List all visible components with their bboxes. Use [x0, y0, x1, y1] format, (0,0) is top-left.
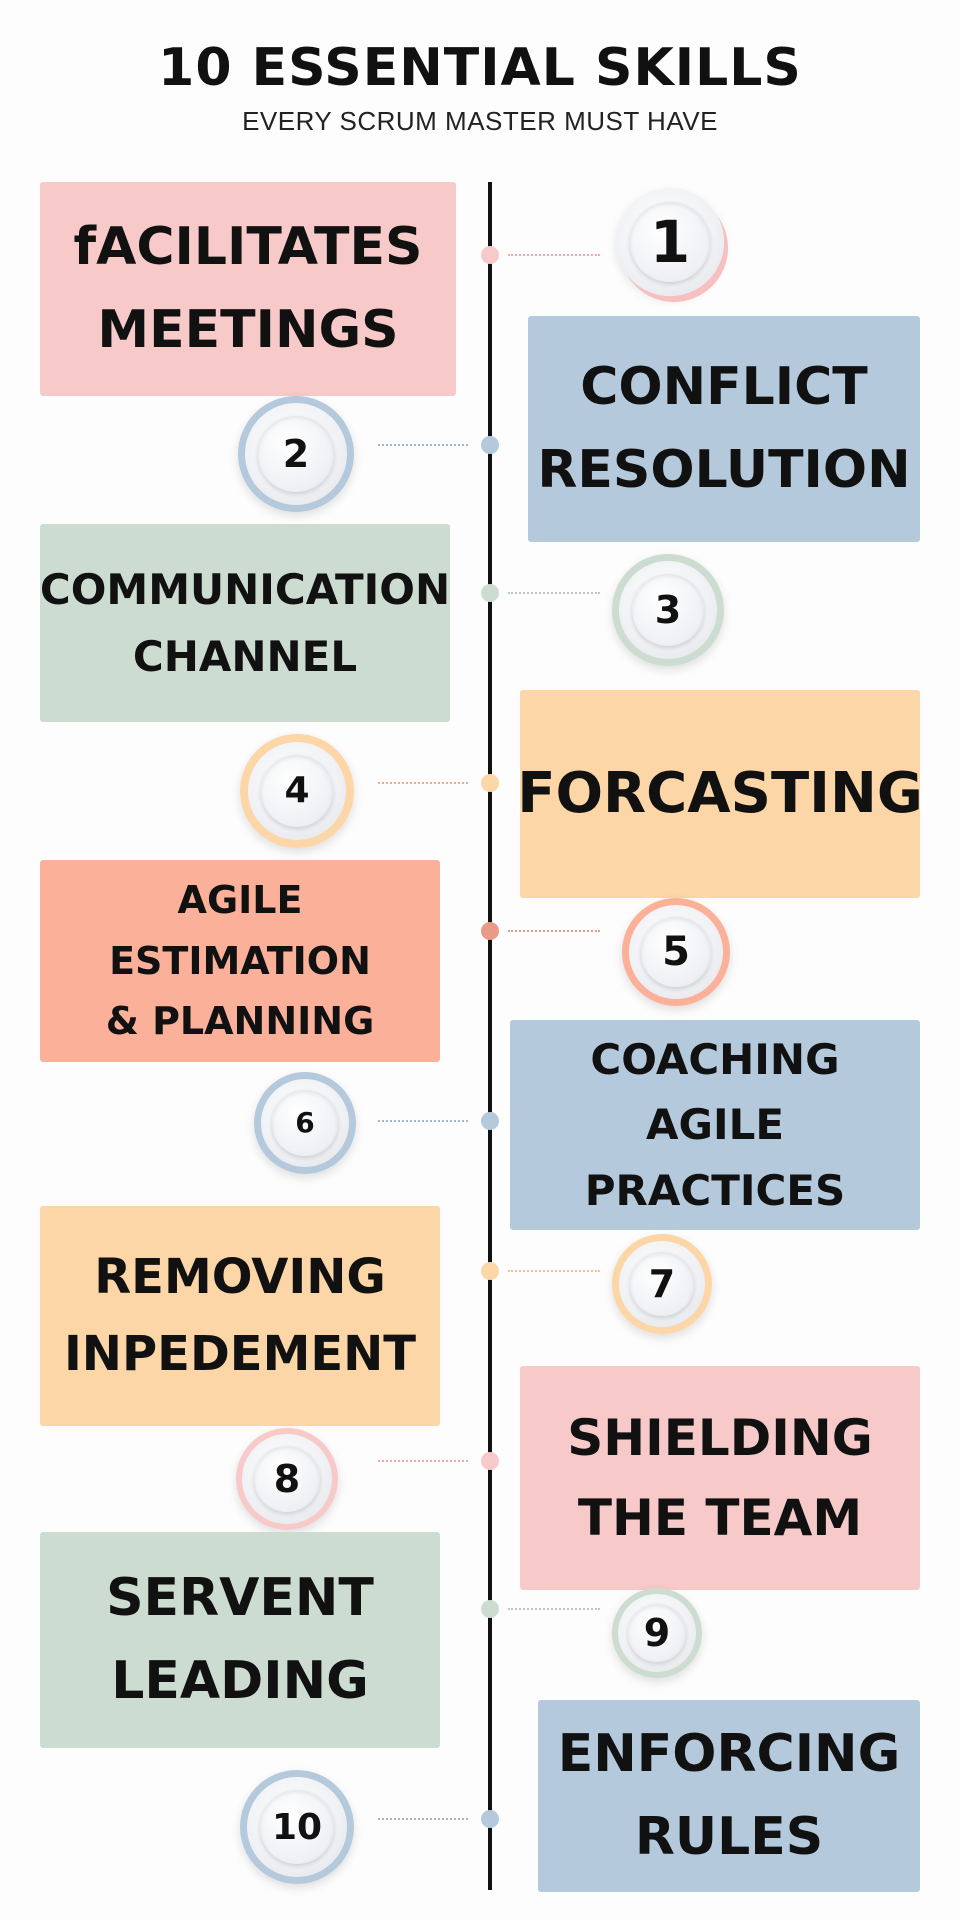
skill-label-line: COACHING [590, 1035, 840, 1085]
timeline-dot-10 [481, 1810, 499, 1828]
skill-label-line: LEADING [111, 1651, 369, 1711]
connector-6 [378, 1120, 468, 1122]
skill-number: 1 [630, 202, 710, 282]
skill-number: 6 [272, 1090, 338, 1156]
skill-label-line: FORCASTING [517, 761, 923, 827]
connector-8 [378, 1460, 468, 1462]
skill-label-line: SHIELDING [567, 1409, 873, 1467]
timeline-dot-2 [481, 436, 499, 454]
timeline-dot-5 [481, 922, 499, 940]
skill-box-3: COMMUNICATION CHANNEL [40, 524, 450, 722]
number-badge-8: 8 [236, 1428, 338, 1530]
skill-box-4: FORCASTING [517, 690, 923, 898]
connector-3 [508, 592, 600, 594]
timeline-dot-9 [481, 1600, 499, 1618]
number-badge-3: 3 [612, 554, 724, 666]
skill-number: 4 [260, 754, 334, 828]
skill-label-line: CONFLICT [580, 356, 868, 417]
skill-label-line: RULES [634, 1807, 824, 1867]
timeline-dot-3 [481, 584, 499, 602]
skill-label-line: fACILITATES [73, 216, 423, 277]
timeline-line [488, 182, 492, 1890]
skill-box-2: CONFLICT RESOLUTION [528, 316, 920, 542]
skill-box-10: ENFORCING RULES [538, 1700, 920, 1892]
number-badge-2: 2 [238, 396, 354, 512]
skill-number: 10 [260, 1790, 334, 1864]
timeline-dot-4 [481, 774, 499, 792]
timeline-dot-6 [481, 1112, 499, 1130]
connector-9 [508, 1608, 600, 1610]
skill-box-7: REMOVING INPEDEMENT [40, 1206, 440, 1426]
skill-box-9: SERVENT LEADING [40, 1532, 440, 1748]
skill-label-line: REMOVING [94, 1249, 386, 1306]
skill-box-5: AGILE ESTIMATION & PLANNING [40, 860, 440, 1062]
page-title: 10 ESSENTIAL SKILLS [158, 38, 802, 98]
skill-label-line: CHANNEL [132, 632, 358, 681]
timeline-dot-7 [481, 1262, 499, 1280]
skill-box-8: SHIELDING THE TEAM [520, 1366, 920, 1590]
number-badge-7: 7 [612, 1234, 712, 1334]
number-badge-6: 6 [254, 1072, 356, 1174]
timeline-dot-8 [481, 1452, 499, 1470]
skill-label-line: SERVENT [106, 1567, 374, 1628]
skill-number: 8 [253, 1445, 321, 1513]
skill-number: 2 [258, 416, 334, 492]
skill-label-line: PRACTICES [584, 1165, 846, 1215]
skill-number: 3 [631, 573, 705, 647]
skill-label-line: AGILE [645, 1100, 785, 1150]
number-badge-9: 9 [612, 1588, 702, 1678]
skill-label-line: INPEDEMENT [63, 1326, 417, 1382]
connector-2 [378, 444, 468, 446]
timeline-dot-1 [481, 246, 499, 264]
skill-number: 9 [628, 1604, 686, 1662]
connector-7 [508, 1270, 600, 1272]
connector-4 [378, 782, 468, 784]
connector-10 [378, 1818, 468, 1820]
skill-label-line: & PLANNING [105, 999, 375, 1044]
skill-label-line: MEETINGS [97, 300, 399, 360]
skill-box-6: COACHING AGILE PRACTICES [510, 1020, 920, 1230]
skill-label-line: RESOLUTION [537, 440, 911, 500]
skill-number: 5 [641, 917, 711, 987]
skill-box-1: fACILITATES MEETINGS [40, 182, 456, 396]
skill-number: 7 [630, 1252, 694, 1316]
skill-label-line: AGILE ESTIMATION [109, 877, 371, 983]
skill-label-line: ENFORCING [557, 1723, 901, 1784]
connector-1 [508, 254, 600, 256]
number-badge-1: 1 [616, 188, 724, 296]
number-badge-5: 5 [622, 898, 730, 1006]
page-subtitle: EVERY SCRUM MASTER MUST HAVE [242, 106, 718, 136]
number-badge-4: 4 [240, 734, 354, 848]
skill-label-line: THE TEAM [577, 1489, 863, 1547]
connector-5 [508, 930, 600, 932]
number-badge-10: 10 [240, 1770, 354, 1884]
skill-label-line: COMMUNICATION [39, 564, 451, 614]
